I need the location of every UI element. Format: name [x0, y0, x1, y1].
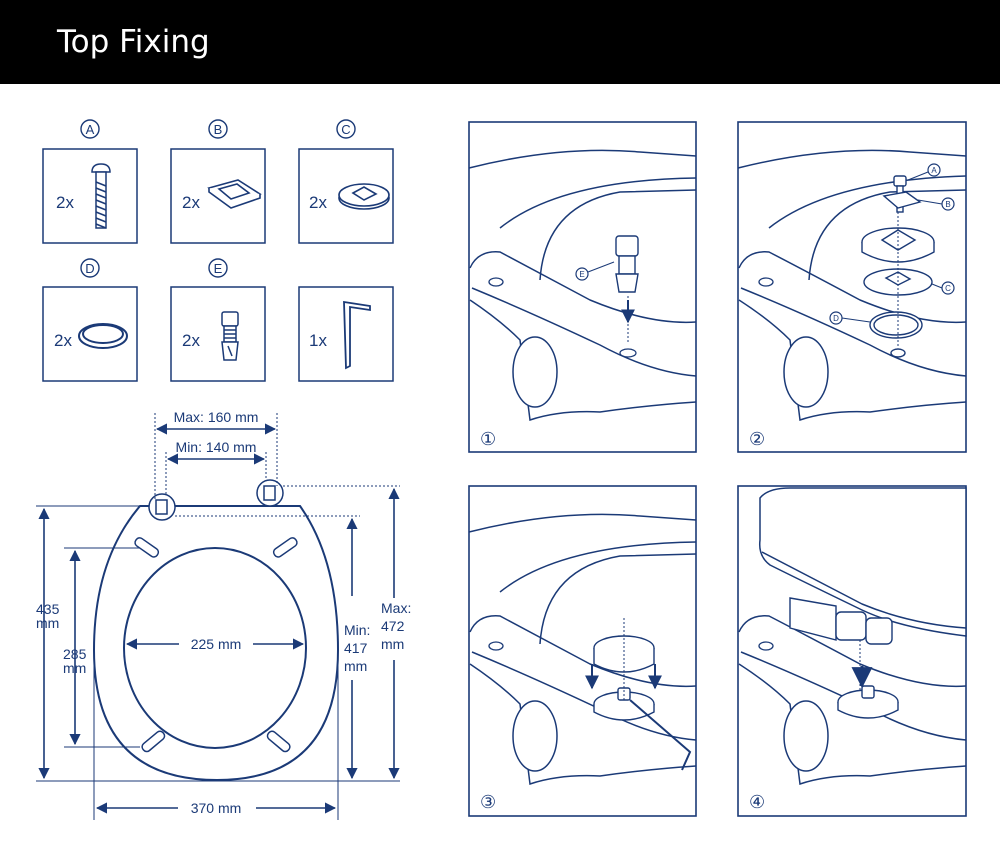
qty-a: 2x — [56, 193, 74, 212]
opening-width-label: 225 mm — [191, 636, 242, 652]
opening-length-value: 285 — [63, 646, 87, 662]
bolt-icon — [91, 163, 111, 229]
page-title: Top Fixing — [57, 24, 210, 60]
part-letter-e: E — [214, 261, 223, 276]
step-2-callout-c: C — [945, 284, 951, 293]
allen-key-icon — [343, 300, 371, 370]
step-2-callout-a: A — [931, 166, 937, 175]
max-spacing-label: Max: 160 mm — [174, 409, 259, 425]
step-1-panel: E ① — [468, 121, 697, 453]
min-spacing-label: Min: 140 mm — [176, 439, 257, 455]
qty-d: 2x — [54, 331, 72, 350]
step-2-panel: A B C D ② — [737, 121, 967, 453]
part-quantities: 2x 2x 2x 2x 2x 1x — [54, 193, 327, 350]
step-2-callout-b: B — [945, 200, 950, 209]
step-1-callout-e: E — [579, 270, 584, 279]
total-length-value: 435 — [36, 601, 60, 617]
part-letter-c: C — [341, 122, 350, 137]
step-4-panel: ④ — [737, 485, 967, 817]
part-letter-a: A — [86, 122, 95, 137]
min-length-unit: mm — [344, 658, 367, 674]
qty-e: 2x — [182, 331, 200, 350]
qty-c: 2x — [309, 193, 327, 212]
step-4-number: ④ — [749, 792, 765, 812]
o-ring-icon — [78, 323, 128, 349]
rubber-washer-icon — [207, 179, 262, 209]
width-label: 370 mm — [191, 800, 242, 816]
qty-b: 2x — [182, 193, 200, 212]
parts-grid — [42, 148, 394, 382]
expansion-anchor-icon — [221, 311, 239, 361]
step-2-callout-d: D — [833, 314, 839, 323]
max-length-unit: mm — [381, 636, 404, 652]
part-letter-b: B — [214, 122, 223, 137]
step-3-number: ③ — [480, 792, 496, 812]
part-letter-badges: A B C D E — [80, 119, 356, 278]
step-1-number: ① — [480, 429, 496, 449]
max-length-label: Max: — [381, 600, 411, 616]
total-length-unit: mm — [36, 615, 59, 631]
part-letter-d: D — [85, 261, 94, 276]
opening-length-unit: mm — [63, 660, 86, 676]
step-2-number: ② — [749, 429, 765, 449]
qty-allen-key: 1x — [309, 331, 327, 350]
dimension-labels: Max: 160 mm Min: 140 mm 435 mm 285 mm 22… — [36, 409, 411, 816]
seat-drawing — [36, 413, 400, 820]
min-length-value: 417 — [344, 640, 368, 656]
dimension-lines — [38, 423, 400, 814]
header-bar: Top Fixing — [0, 0, 1000, 84]
min-length-label: Min: — [344, 622, 370, 638]
step-3-panel: ③ — [468, 485, 697, 817]
max-length-value: 472 — [381, 618, 405, 634]
plate-washer-icon — [338, 183, 390, 210]
